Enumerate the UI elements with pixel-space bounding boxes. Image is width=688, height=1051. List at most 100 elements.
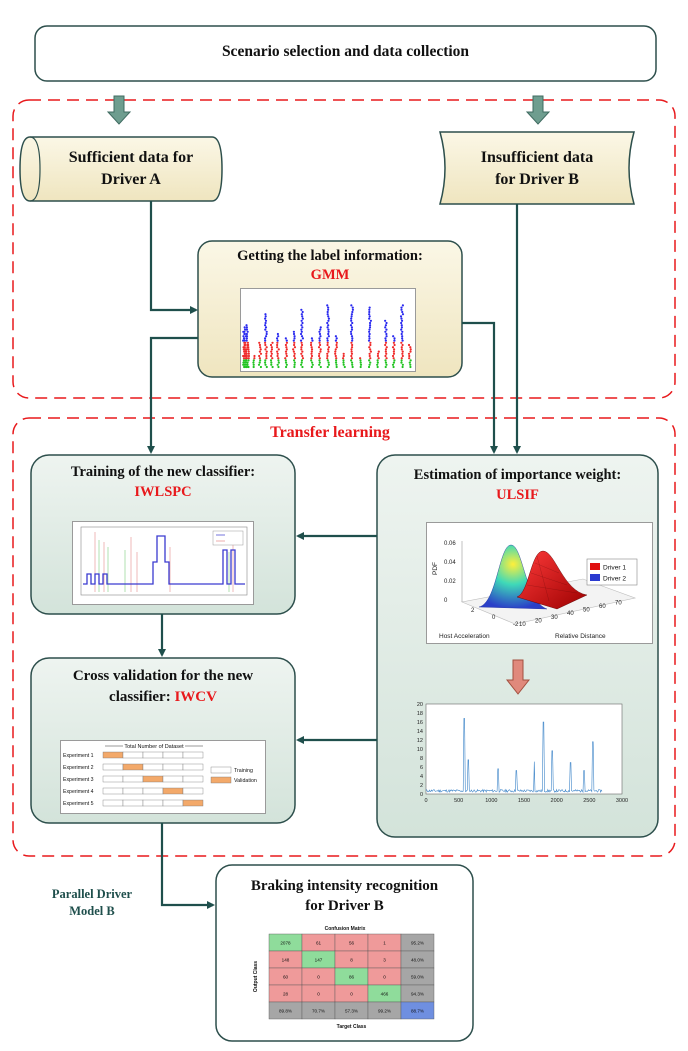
pdf-ztick: 0.06 [444, 541, 456, 547]
training-signal-plot [80, 526, 248, 596]
pdf-ytick: 40 [567, 611, 574, 617]
cm-cell: 70.7% [312, 1009, 325, 1014]
cross-line2: classifier: IWCV [31, 687, 295, 708]
estimation-title-text: Estimation of importance weight: [413, 467, 622, 483]
braking-line1: Braking intensity recognition [250, 878, 439, 894]
cv-header: Total Number of Dataset [124, 744, 184, 750]
arrow-a-to-gmm [149, 201, 198, 314]
weight-xtick: 500 [454, 798, 463, 804]
gmm-method: GMM [310, 267, 350, 283]
cm-cell: 1 [383, 941, 386, 946]
cm-ylabel: Output Class [253, 961, 259, 992]
pdf-ytick: 20 [535, 618, 542, 624]
pdf-xtick: 2 [471, 608, 475, 614]
driver-a-shape [19, 136, 223, 202]
cv-row-label: Experiment 4 [63, 789, 94, 795]
weight-xtick: 2000 [551, 798, 563, 804]
cm-cell: 28 [283, 992, 289, 997]
cm-cell: 86 [349, 975, 355, 980]
upper-dashed-region [12, 99, 676, 399]
cm-cell: 94.3% [411, 992, 424, 997]
training-title-text: Training of the new classifier: [70, 464, 256, 480]
cm-cell: 61 [316, 941, 322, 946]
pdf-ytick: 10 [519, 622, 526, 628]
cv-row-label: Experiment 1 [63, 753, 94, 759]
cv-row-label: Experiment 3 [63, 777, 94, 783]
cm-cell: 0 [317, 975, 320, 980]
arrow-gmm-to-training [147, 336, 198, 454]
driver-b-label: Insufficient data for Driver B [445, 147, 629, 191]
pdf-legend-driver2: Driver 2 [603, 576, 626, 583]
training-title: Training of the new classifier: IWLSPC [31, 462, 295, 502]
pdf-ytick: 60 [599, 604, 606, 610]
cm-cell: 8 [350, 958, 353, 963]
parallel-line2: Model B [69, 904, 115, 918]
pdf-ztick: 0 [444, 598, 448, 604]
training-plot-thumbnail [72, 521, 254, 605]
estimation-title: Estimation of importance weight: ULSIF [377, 465, 658, 505]
cm-cell: 0 [317, 992, 320, 997]
weight-xtick: 1500 [518, 798, 530, 804]
gmm-title: Getting the label information: GMM [198, 247, 462, 285]
cm-cell: 89.8% [279, 1009, 292, 1014]
top-box [34, 25, 657, 82]
gmm-scatter-thumbnail [240, 288, 416, 372]
parallel-driver-label: Parallel Driver Model B [28, 886, 156, 920]
pdf-3d-plot: Driver 1 Driver 2 0.060.040.020 PDF 20-2… [432, 541, 638, 640]
training-method: IWLSPC [134, 484, 192, 500]
down-block-arrow-b [525, 95, 551, 125]
pdf-legend-driver1: Driver 1 [603, 565, 626, 572]
cv-legend-validation: Validation [234, 778, 257, 784]
weight-ytick: 6 [420, 765, 423, 771]
arrow-gmm-to-estimation [462, 321, 498, 454]
cross-line1: Cross validation for the new [72, 668, 254, 684]
braking-line2: for Driver B [305, 898, 384, 914]
cv-row-label: Experiment 5 [63, 801, 94, 807]
cm-cell: 0 [350, 992, 353, 997]
transfer-dashed-region [12, 417, 676, 857]
cv-legend-training: Training [234, 768, 253, 774]
cross-title: Cross validation for the new classifier:… [31, 666, 295, 708]
cm-cell: 88.7% [411, 1009, 424, 1014]
arrow-cross-to-braking [160, 823, 215, 909]
cm-xlabel: Target Class [337, 1024, 367, 1030]
weight-ytick: 20 [417, 702, 423, 708]
pdf-ztick: 0.02 [444, 579, 456, 585]
braking-title: Braking intensity recognition for Driver… [216, 876, 473, 916]
cm-cell: 3 [383, 958, 386, 963]
transfer-learning-label: Transfer learning [270, 424, 390, 441]
driver-a-line1: Sufficient data for [68, 149, 194, 166]
pdf-ztick: 0.04 [444, 560, 456, 566]
weight-ytick: 0 [420, 792, 423, 798]
pdf-xlabel: Host Acceleration [439, 633, 490, 640]
driver-b-line2: for Driver B [495, 171, 579, 188]
weight-xtick: 0 [424, 798, 427, 804]
weight-ytick: 2 [420, 783, 423, 789]
cm-cell: 60 [283, 975, 289, 980]
cross-method: IWCV [174, 689, 217, 705]
weight-ytick: 4 [420, 774, 423, 780]
pdf-ytick: 70 [615, 600, 622, 606]
pdf-ylabel: Relative Distance [555, 633, 606, 640]
driver-b-line1: Insufficient data [480, 149, 594, 166]
cm-cell: 147 [315, 958, 323, 963]
weight-ytick: 12 [417, 738, 423, 744]
cm-cell: 148 [282, 958, 290, 963]
parallel-line1: Parallel Driver [51, 887, 133, 901]
pdf-xtick: 0 [492, 615, 496, 621]
estimation-inner-arrow [505, 659, 531, 695]
weight-ytick: 10 [417, 747, 423, 753]
down-block-arrow-a [106, 95, 132, 125]
pdf-zlabel: PDF [432, 562, 439, 575]
top-box-label: Scenario selection and data collection [221, 43, 470, 60]
pdf-ytick: 30 [551, 615, 558, 621]
driver-b-shape [439, 131, 635, 205]
cm-cell: 0 [383, 975, 386, 980]
weight-xtick: 1000 [485, 798, 497, 804]
weight-ytick: 16 [417, 720, 423, 726]
